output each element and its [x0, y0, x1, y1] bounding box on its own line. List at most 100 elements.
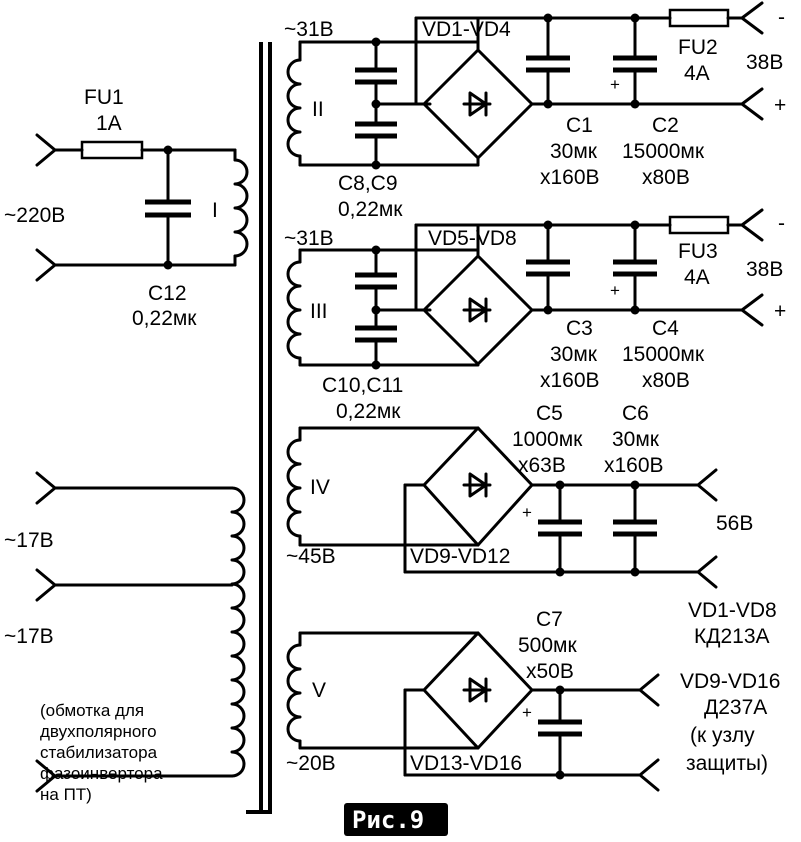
c3-voltage: x160В — [540, 369, 600, 392]
out1-plus: + — [774, 94, 786, 117]
output-terminal-38v-plus — [740, 87, 764, 121]
out1-minus: - — [778, 6, 785, 29]
polarity-plus-c2: + — [610, 75, 620, 94]
aux-note-line-3: стабилизатора — [40, 743, 158, 762]
section-aux-winding — [35, 471, 246, 793]
aux-note-line-5: на ПТ) — [40, 785, 92, 804]
mains-terminal-top — [35, 133, 57, 167]
c12-value: 0,22мк — [132, 307, 197, 330]
fu1-name: FU1 — [84, 86, 124, 109]
primary-circuit — [35, 133, 249, 282]
diode-symbol-icon — [462, 91, 492, 117]
c3-capacitance: 30мк — [550, 343, 598, 366]
aux-terminal-3 — [35, 759, 57, 793]
c7-voltage: x50В — [526, 660, 574, 683]
c7-name: C7 — [536, 608, 563, 631]
aux-winding-coil — [230, 486, 246, 778]
figure-caption: Рис.9 — [352, 806, 424, 834]
c7-capacitance: 500мк — [518, 634, 577, 657]
output-terminal-56v-bottom — [696, 555, 718, 589]
c6-capacitance: 30мк — [612, 428, 660, 451]
c8c9-value: 0,22мк — [338, 198, 403, 221]
fu3-rating: 4А — [684, 266, 710, 289]
winding-iii-label: III — [310, 300, 328, 323]
winding-ii-voltage: ~31В — [284, 18, 334, 41]
output-terminal-38v-plus-2 — [740, 293, 764, 327]
c2-capacitance: 15000мк — [622, 140, 705, 163]
c2-voltage: x80В — [642, 166, 690, 189]
fuse-fu1 — [80, 140, 144, 160]
transformer-core — [246, 42, 272, 814]
out2-voltage: 38В — [746, 258, 783, 281]
section-winding-ii — [286, 1, 764, 170]
c6-name: C6 — [622, 402, 649, 425]
aux-voltage-1: ~17В — [4, 529, 54, 552]
winding-v-label: V — [312, 679, 326, 702]
diode-bridge-vd9-vd12 — [422, 426, 534, 547]
mains-voltage-label: ~220В — [4, 204, 65, 227]
out3-voltage: 56В — [716, 512, 753, 535]
aux-terminal-2 — [35, 568, 57, 602]
diode-symbol-icon — [462, 297, 492, 323]
winding-i-coil — [233, 158, 249, 258]
fuse-fu2 — [668, 8, 730, 28]
winding-ii-label: II — [312, 98, 324, 121]
aux-voltage-2: ~17В — [4, 625, 54, 648]
vd5-vd8-label: VD5-VD8 — [428, 227, 517, 250]
fu1-rating: 1А — [96, 112, 122, 135]
c4-voltage: x80В — [642, 369, 690, 392]
diodes1-type: КД213А — [694, 625, 770, 648]
winding-i-label: I — [212, 199, 218, 222]
output-terminal-38v-minus-2 — [740, 208, 764, 242]
out1-voltage: 38В — [746, 51, 783, 74]
polarity-plus-c4: + — [610, 281, 620, 300]
winding-iv-coil — [286, 438, 302, 538]
aux-note-line-1: (обмотка для — [40, 701, 144, 720]
winding-iii-coil — [286, 260, 302, 360]
winding-iv-label: IV — [310, 476, 330, 499]
aux-terminal-1 — [35, 471, 57, 505]
c1-voltage: x160В — [540, 166, 600, 189]
polarity-plus-c5: + — [522, 503, 532, 522]
c8c9-name: C8,C9 — [338, 172, 398, 195]
winding-v-coil — [286, 643, 302, 743]
vd1-vd4-label: VD1-VD4 — [422, 18, 511, 41]
c5-name: C5 — [536, 402, 563, 425]
c4-capacitance: 15000мк — [622, 343, 705, 366]
c12-name: C12 — [148, 282, 187, 305]
aux-note-line-2: двухполярного — [40, 722, 157, 741]
c10c11-name: C10,C11 — [322, 374, 403, 397]
c4-name: C4 — [652, 317, 679, 340]
c3-name: C3 — [566, 317, 593, 340]
diode-bridge-vd13-vd16 — [422, 631, 534, 750]
out2-plus: + — [774, 300, 786, 323]
diodes2-type: Д237А — [704, 696, 767, 719]
c1-name: C1 — [566, 114, 593, 137]
winding-iii-voltage: ~31В — [284, 227, 334, 250]
c2-name: C2 — [652, 114, 679, 137]
out2-minus: - — [778, 212, 785, 235]
winding-ii-coil — [286, 58, 302, 158]
c5-voltage: x63В — [518, 454, 566, 477]
diode-symbol-icon — [462, 677, 492, 703]
output-terminal-protection-bottom — [638, 758, 660, 792]
aux-note-line-4: фазоинвертора — [40, 764, 163, 783]
winding-iv-voltage: ~45В — [286, 545, 336, 568]
diode-symbol-icon — [462, 472, 492, 498]
diodes1-ref: VD1-VD8 — [688, 599, 777, 622]
section-winding-iv — [286, 426, 718, 589]
fu3-name: FU3 — [678, 240, 718, 263]
fu2-rating: 4А — [684, 62, 710, 85]
fu2-name: FU2 — [678, 36, 718, 59]
output-terminal-38v-minus — [740, 1, 764, 35]
mains-terminal-bottom — [35, 248, 57, 282]
section-winding-iii — [286, 208, 764, 370]
c6-voltage: x160В — [604, 454, 664, 477]
protection-note-1: (к узлу — [690, 724, 755, 747]
diode-bridge-vd5-vd8 — [422, 254, 534, 366]
diodes2-ref: VD9-VD16 — [680, 670, 780, 693]
c1-capacitance: 30мк — [550, 140, 598, 163]
vd13-vd16-label: VD13-VD16 — [410, 752, 522, 775]
protection-note-2: защиты) — [686, 752, 768, 775]
